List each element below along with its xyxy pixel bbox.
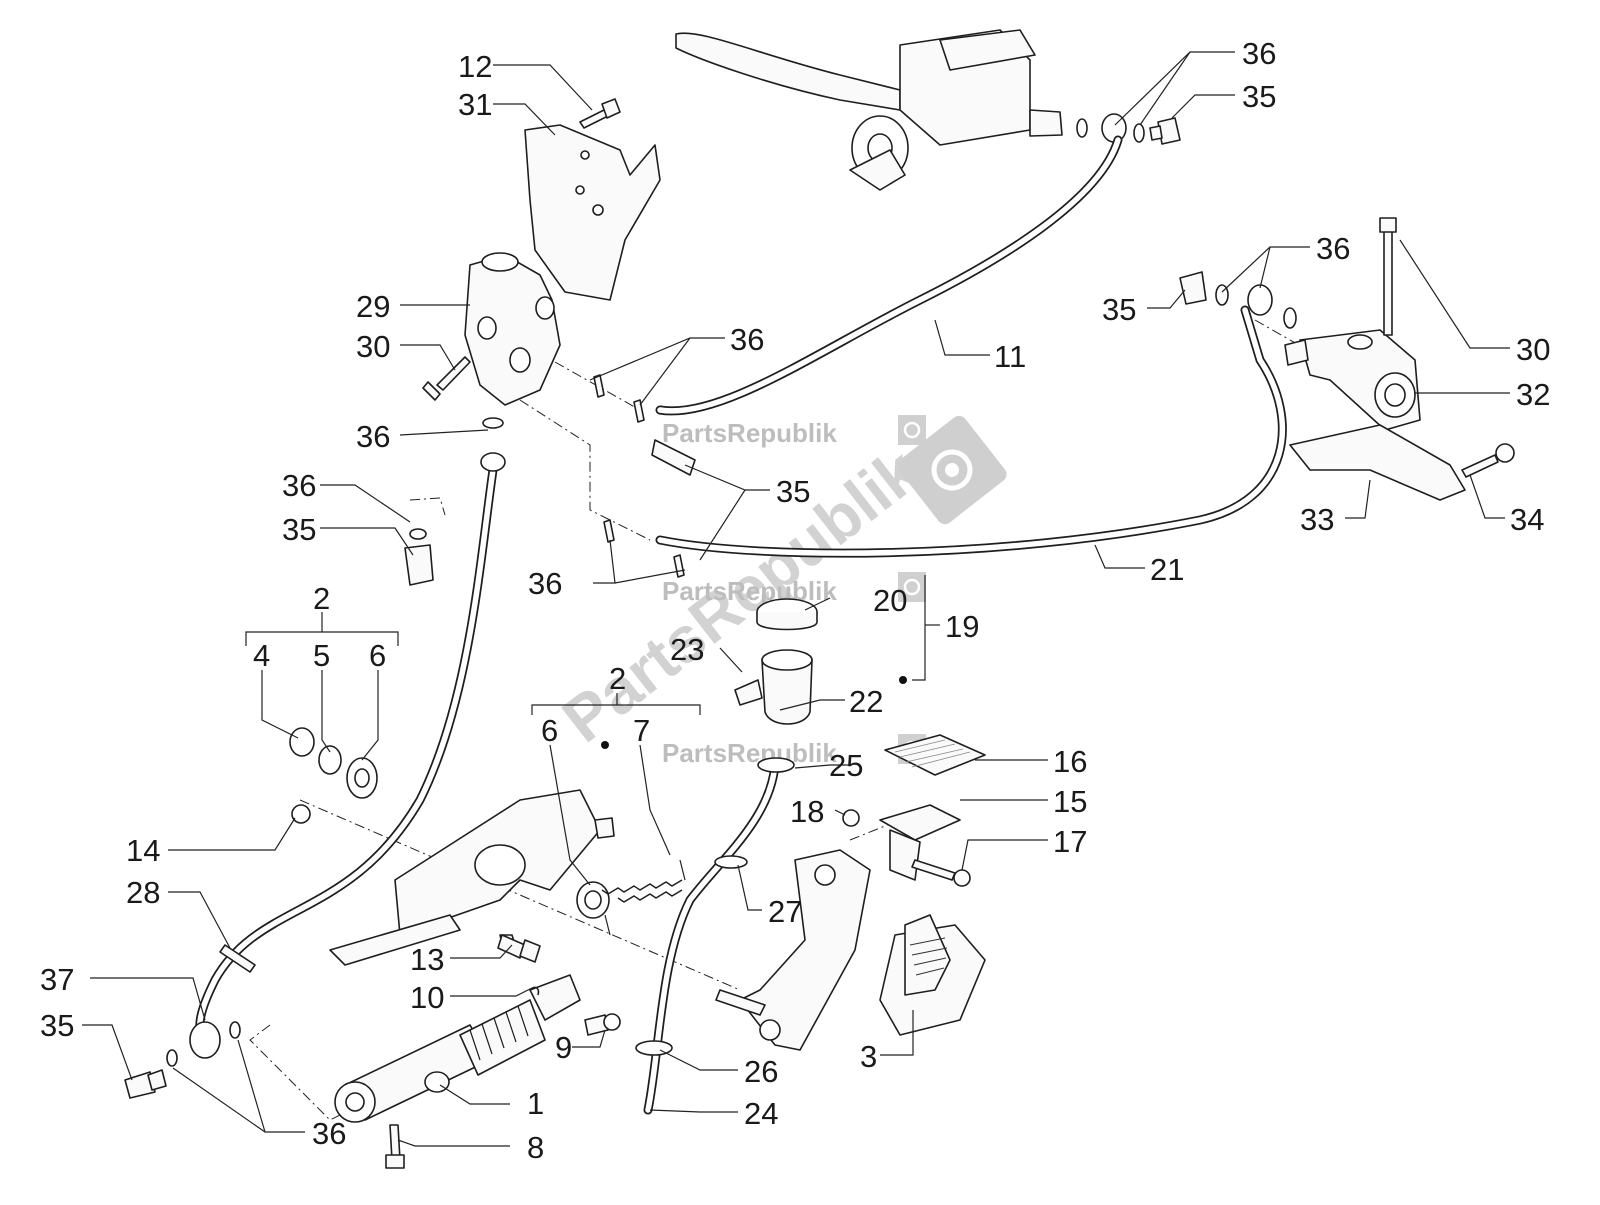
callout-33: 33 bbox=[1300, 502, 1334, 537]
callout-31: 31 bbox=[458, 87, 492, 122]
washer-set-2 bbox=[289, 727, 378, 824]
watermark-2: PartsRepublik bbox=[662, 572, 926, 606]
callout-36-lower: 36 bbox=[528, 566, 562, 601]
group-markers bbox=[601, 676, 907, 749]
callout-27: 27 bbox=[768, 894, 802, 929]
spring-7 bbox=[601, 859, 686, 936]
bolt-17 bbox=[911, 859, 971, 887]
callout-18: 18 bbox=[790, 794, 824, 829]
callout-6-left: 6 bbox=[369, 638, 386, 673]
callout-37: 37 bbox=[40, 962, 74, 997]
valve-29 bbox=[464, 252, 561, 406]
callout-2-left: 2 bbox=[313, 581, 330, 616]
callout-26: 26 bbox=[744, 1054, 778, 1089]
pedal-cover-3 bbox=[879, 914, 986, 1036]
callout-19: 19 bbox=[945, 609, 979, 644]
callout-22: 22 bbox=[849, 684, 883, 719]
bolt-30-right bbox=[1379, 217, 1397, 336]
callout-35-right: 35 bbox=[1102, 292, 1136, 327]
callouts: 12 31 29 30 36 36 35 2 4 5 6 14 28 37 35… bbox=[40, 36, 1550, 1165]
callout-15: 15 bbox=[1053, 784, 1087, 819]
hose-37 bbox=[189, 452, 506, 1059]
callout-12: 12 bbox=[458, 49, 492, 84]
callout-29: 29 bbox=[356, 289, 390, 324]
nut-18 bbox=[842, 809, 860, 827]
leader-lines bbox=[82, 51, 1510, 1147]
callout-35-bottom: 35 bbox=[40, 1008, 74, 1043]
callout-3: 3 bbox=[860, 1039, 877, 1074]
callout-23: 23 bbox=[670, 632, 704, 667]
watermark-text-3: PartsRepublik bbox=[662, 738, 837, 768]
callout-10: 10 bbox=[410, 980, 444, 1015]
bolt-8 bbox=[385, 1124, 405, 1169]
rear-master-cylinder-1 bbox=[334, 974, 581, 1123]
callout-17: 17 bbox=[1053, 824, 1087, 859]
watermark-1: PartsRepublik bbox=[662, 415, 926, 448]
pedal-bracket bbox=[329, 789, 615, 966]
hose-21 bbox=[655, 305, 1287, 558]
callout-8: 8 bbox=[527, 1130, 544, 1165]
callout-36-bottom: 36 bbox=[312, 1116, 346, 1151]
callout-35-left: 35 bbox=[282, 512, 316, 547]
front-master-cylinder bbox=[675, 29, 1063, 191]
rear-banjo-fittings bbox=[1179, 271, 1297, 329]
hose-11 bbox=[655, 135, 1123, 416]
pin-9 bbox=[584, 1013, 621, 1036]
callout-30-left: 30 bbox=[356, 329, 390, 364]
callout-14: 14 bbox=[126, 833, 160, 868]
callout-16: 16 bbox=[1053, 744, 1087, 779]
callout-24: 24 bbox=[744, 1096, 778, 1131]
banjo-35-bottom bbox=[124, 1021, 241, 1099]
bracket-33 bbox=[1289, 424, 1466, 501]
bolt-34 bbox=[1461, 443, 1515, 478]
callout-25: 25 bbox=[829, 748, 863, 783]
callout-20: 20 bbox=[873, 583, 907, 618]
bolt-30-left bbox=[422, 356, 471, 401]
callout-32: 32 bbox=[1516, 377, 1550, 412]
callout-35-center: 35 bbox=[776, 474, 810, 509]
callout-36-valve: 36 bbox=[356, 419, 390, 454]
bolt-12 bbox=[579, 98, 621, 129]
brake-pedal bbox=[715, 849, 871, 1051]
callout-13: 13 bbox=[410, 942, 444, 977]
bolt-13 bbox=[497, 934, 541, 963]
callout-1: 1 bbox=[527, 1086, 544, 1121]
callout-28: 28 bbox=[126, 875, 160, 910]
front-banjo-fittings bbox=[1076, 113, 1181, 145]
callout-35-top: 35 bbox=[1242, 79, 1276, 114]
callout-9: 9 bbox=[555, 1030, 572, 1065]
callout-36-right: 36 bbox=[1316, 231, 1350, 266]
callout-36-left: 36 bbox=[282, 468, 316, 503]
callout-5: 5 bbox=[313, 638, 330, 673]
callout-30-right: 30 bbox=[1516, 332, 1550, 367]
watermark-gear-icon-2 bbox=[898, 572, 926, 602]
watermark-text-1: PartsRepublik bbox=[662, 418, 837, 448]
callout-2-center: 2 bbox=[609, 661, 626, 696]
callout-21: 21 bbox=[1150, 552, 1184, 587]
watermark-gear-icon-1 bbox=[898, 415, 926, 445]
hose-24 bbox=[635, 757, 795, 1115]
watermark-text-2: PartsRepublik bbox=[662, 576, 837, 606]
callout-34: 34 bbox=[1510, 502, 1544, 537]
callout-36-top: 36 bbox=[1242, 36, 1276, 71]
reservoir-19 bbox=[734, 598, 818, 725]
callout-36-center: 36 bbox=[730, 322, 764, 357]
valve-fittings bbox=[404, 374, 696, 586]
callout-6-center: 6 bbox=[541, 713, 558, 748]
callout-7: 7 bbox=[633, 713, 650, 748]
bracket-31 bbox=[524, 124, 661, 301]
callout-4: 4 bbox=[253, 638, 270, 673]
rear-caliper-32 bbox=[1284, 329, 1421, 431]
foot-pad-16 bbox=[884, 734, 986, 776]
callout-11: 11 bbox=[994, 339, 1026, 374]
